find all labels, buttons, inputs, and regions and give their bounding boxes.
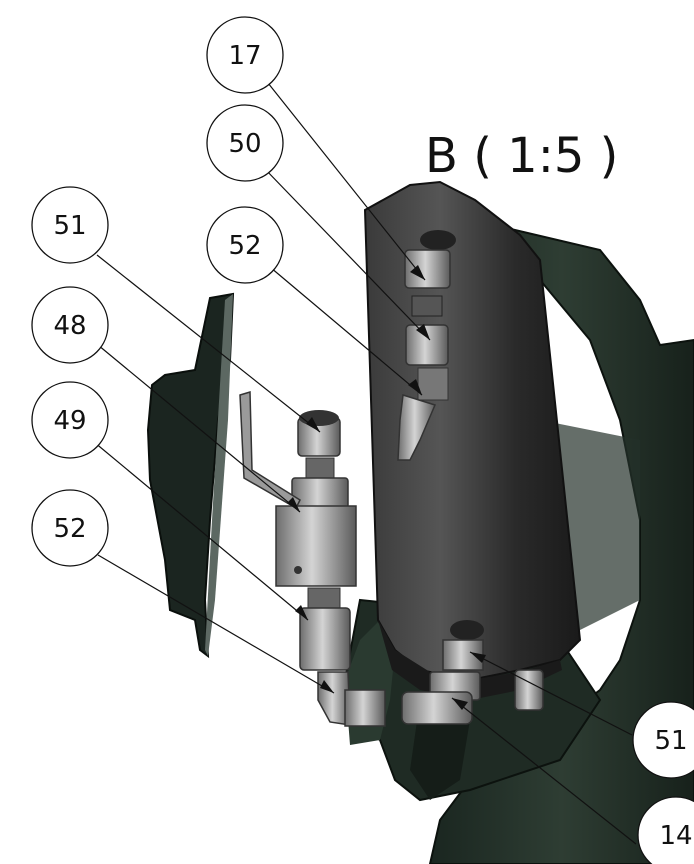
balloon-label: 52	[53, 514, 86, 544]
leader-arrowheads	[287, 265, 486, 710]
balloon-label: 51	[53, 211, 86, 241]
balloon-callout: 51	[632, 701, 694, 779]
balloon-label: 48	[53, 311, 86, 341]
balloon-callout: 49	[31, 381, 109, 459]
leader-lines	[93, 82, 637, 845]
balloon-label: 50	[228, 129, 261, 159]
balloon-callout: 48	[31, 286, 109, 364]
view-label: B ( 1:5 )	[425, 128, 618, 184]
ball-valve-assembly	[239, 390, 386, 727]
balloon-callout: 51	[31, 186, 109, 264]
upper-fittings	[397, 230, 456, 461]
balloon-callout: 17	[206, 16, 284, 94]
balloon-label: 52	[228, 231, 261, 261]
mounting-bracket	[146, 292, 235, 659]
balloon-callout: 14	[637, 796, 694, 864]
balloon-label: 14	[659, 821, 692, 851]
balloon-callout: 52	[206, 206, 284, 284]
balloon-label: 49	[53, 406, 86, 436]
balloon-callout: 52	[31, 489, 109, 567]
balloon-callout: 50	[206, 104, 284, 182]
balloon-label: 17	[228, 41, 261, 71]
balloon-label: 51	[654, 726, 687, 756]
